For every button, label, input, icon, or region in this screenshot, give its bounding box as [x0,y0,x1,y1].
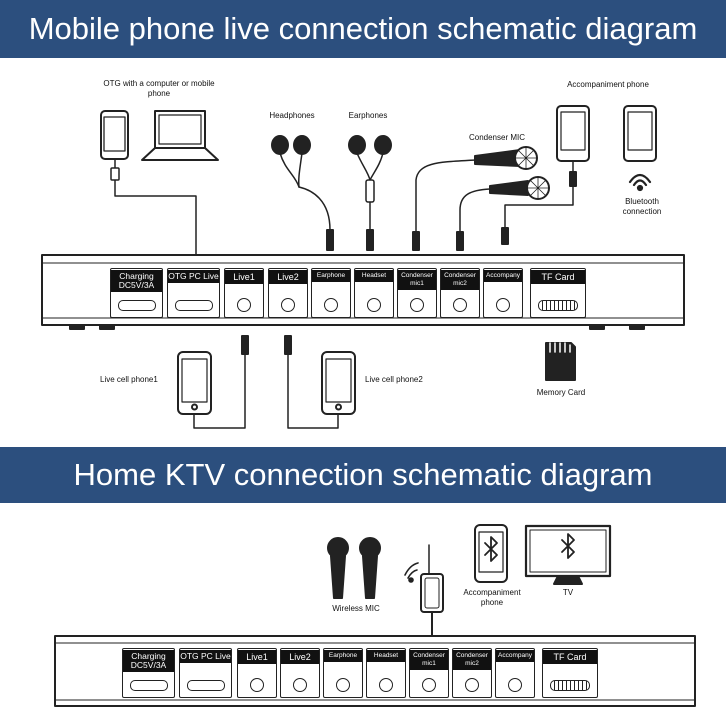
top-port-live1-label: Live1 [225,270,263,284]
wireless-mic-left-icon [327,537,349,599]
bottom-port-live2-label: Live2 [281,650,319,664]
tv-label: TV [562,588,574,597]
wireless-signal-icon [628,173,652,192]
audio-jack-icon [496,298,510,312]
bluetooth-connection-label: Bluetooth connection [622,197,662,216]
top-port-earphone: Earphone [311,268,351,318]
top-port-live2: Live2 [268,268,308,318]
tf-slot-icon [538,300,578,311]
audio-jack-icon [465,678,479,692]
accompaniment-phone-top-label: Accompaniment phone [567,80,649,89]
bottom-port-headset: Headset [366,648,406,698]
bottom-port-live2: Live2 [280,648,320,698]
live-phone1-icon [177,335,249,429]
live-phone2-icon [284,335,356,429]
bottom-port-condenser-mic2: Condenser mic2 [452,648,492,698]
top-port-charging: Charging DC5V/3A [110,268,163,318]
audio-jack-icon [324,298,338,312]
usb-c-port-icon [186,680,225,691]
top-port-headset: Headset [354,268,394,318]
top-port-accompany-label: Accompany [484,270,522,282]
tv-icon [524,524,612,585]
bottom-port-earphone-label: Earphone [324,650,362,662]
bottom-port-live1-label: Live1 [238,650,276,664]
headphones-label: Headphones [269,111,315,120]
top-port-condenser-mic2-label: Condenser mic2 [441,270,479,290]
live-cell-phone1-label: Live cell phone1 [100,375,158,384]
bottom-port-accompany: Accompany [495,648,535,698]
usb-c-port-icon [174,300,213,311]
headphones-icon [271,135,334,251]
top-port-condenser-mic1-label: Condenser mic1 [398,270,436,290]
audio-jack-icon [379,678,393,692]
usb-c-port-icon [117,300,156,311]
audio-jack-icon [410,298,424,312]
top-port-live1: Live1 [224,268,264,318]
bottom-port-tf-card-label: TF Card [543,650,597,664]
audio-jack-icon [508,678,522,692]
bottom-port-earphone: Earphone [323,648,363,698]
live-cell-phone2-label: Live cell phone2 [365,375,423,384]
bottom-port-live1: Live1 [237,648,277,698]
bottom-port-otg-label: OTG PC Live [180,650,231,663]
audio-jack-icon [367,298,381,312]
accompaniment-phone-top-icon [501,105,590,245]
wireless-mic-label: Wireless MIC [332,604,380,613]
condenser-mic1-icon [412,146,538,251]
condenser-mic-label: Condenser MIC [468,133,526,142]
bottom-port-condenser-mic1-label: Condenser mic1 [410,650,448,670]
top-port-tf-card: TF Card [530,268,586,318]
otg-phone-icon [100,110,129,160]
usb-c-port-icon [129,680,168,691]
earphones-label: Earphones [348,111,388,120]
audio-jack-icon [250,678,264,692]
top-port-condenser-mic1: Condenser mic1 [397,268,437,318]
bottom-port-otg: OTG PC Live [179,648,232,698]
tf-slot-icon [550,680,590,691]
accompaniment-phone-bottom-label: Accompaniment phone [463,588,521,607]
otg-cable [114,158,197,256]
condenser-mic2-icon [456,176,550,251]
top-port-accompany: Accompany [483,268,523,318]
bottom-port-accompany-label: Accompany [496,650,534,662]
top-port-charging-label: Charging DC5V/3A [111,270,162,292]
laptop-icon [141,110,219,161]
bottom-port-charging: Charging DC5V/3A [122,648,175,698]
bottom-port-headset-label: Headset [367,650,405,662]
otg-device-label: OTG with a computer or mobile phone [103,79,215,98]
bluetooth-phone-icon [623,105,657,162]
wireless-mic-right-icon [359,537,381,599]
audio-jack-icon [281,298,295,312]
top-banner-title: Mobile phone live connection schematic d… [0,0,726,58]
bottom-port-tf-card: TF Card [542,648,598,698]
earphones-icon [348,135,392,251]
audio-jack-icon [336,678,350,692]
top-port-otg: OTG PC Live [167,268,220,318]
wireless-receiver-icon [404,544,444,637]
top-port-live2-label: Live2 [269,270,307,284]
audio-jack-icon [237,298,251,312]
top-port-otg-label: OTG PC Live [168,270,219,283]
top-port-condenser-mic2: Condenser mic2 [440,268,480,318]
memory-card-icon [545,342,576,381]
bottom-port-charging-label: Charging DC5V/3A [123,650,174,672]
bottom-banner-title: Home KTV connection schematic diagram [0,447,726,503]
audio-jack-icon [422,678,436,692]
top-port-tf-card-label: TF Card [531,270,585,284]
audio-jack-icon [293,678,307,692]
audio-jack-icon [453,298,467,312]
top-port-earphone-label: Earphone [312,270,350,282]
bottom-port-condenser-mic1: Condenser mic1 [409,648,449,698]
bottom-port-condenser-mic2-label: Condenser mic2 [453,650,491,670]
memory-card-label: Memory Card [536,388,586,397]
accompaniment-phone-bottom-icon [474,524,508,583]
top-port-headset-label: Headset [355,270,393,282]
